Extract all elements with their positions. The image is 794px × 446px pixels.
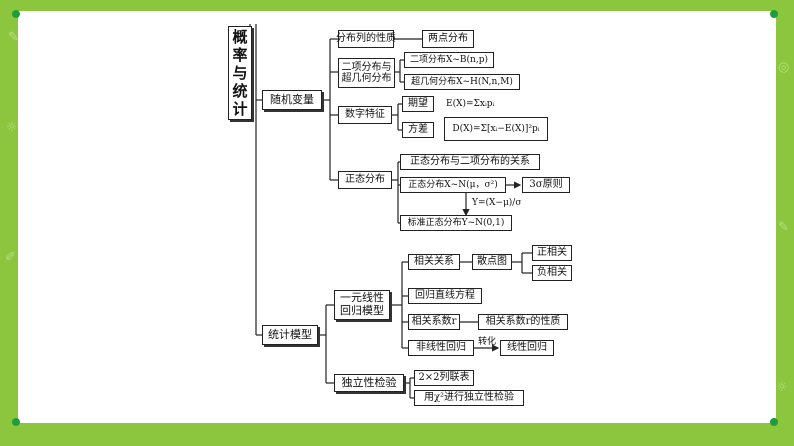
node-linear-regression: 线性回归 [500,340,554,356]
node-scatter-plot: 散点图 [472,254,512,270]
title-char: 概 [232,28,248,46]
chalk-doodle: ◎ [778,60,790,75]
node-random-variable: 随机变量 [262,90,322,110]
node-independence-test: 独立性检验 [334,374,404,392]
node-variance: 方差 [402,122,434,138]
chalk-doodle: ☼ [6,120,18,135]
node-correlation: 相关关系 [408,254,460,270]
content-frame [18,11,776,423]
diagram-title: 概 率 与 统 计 [228,26,252,120]
node-correlation-coefficient-properties: 相关系数r的性质 [478,314,568,330]
title-char: 计 [232,100,248,118]
node-three-sigma: 3σ原则 [522,177,570,193]
node-expectation: 期望 [402,96,434,112]
chalk-doodle: ✎ [8,30,19,45]
node-chi-square-test: 用χ²进行独立性检验 [414,390,524,406]
title-char: 统 [232,82,248,100]
node-contingency-table: 2×2列联表 [414,370,474,386]
node-numeric-features: 数字特征 [338,106,392,124]
corner-dot-top-left [12,10,20,18]
title-char: 与 [232,64,248,82]
node-correlation-coefficient: 相关系数r [408,314,460,330]
convert-label: 转化 [478,337,497,347]
variance-formula-box: D(X)=Σ[xᵢ−E(X)]²pᵢ [444,117,548,141]
node-normal-distribution: 正态分布 [338,171,392,189]
node-distribution-properties: 分布列的性质 [336,30,396,48]
node-line: 二项分布与 [341,61,392,73]
node-nonlinear-regression: 非线性回归 [408,340,474,356]
title-char: 率 [232,46,248,64]
node-hypergeometric-distribution: 超几何分布X~H(N,n,M) [404,74,520,90]
node-linear-regression-model: 一元线性 回归模型 [334,290,390,320]
corner-dot-top-right [770,10,778,18]
node-statistical-model: 统计模型 [262,325,318,345]
expectation-formula: E(X)=Σxᵢpᵢ [446,99,495,109]
standardization-formula: Y=(X−μ)/σ [472,198,522,208]
node-line: 回归模型 [340,304,384,317]
chalk-doodle: ✎ [778,220,789,235]
node-regression-equation: 回归直线方程 [408,288,482,304]
node-standard-normal: 标准正态分布Y~N(0,1) [400,215,512,231]
chalk-doodle: ☼ [776,380,788,395]
node-normal-definition: 正态分布X~N(μ，σ²) [400,177,506,193]
chalk-doodle: ✐ [5,250,16,265]
node-normal-binomial-relation: 正态分布与二项分布的关系 [400,154,540,170]
node-positive-correlation: 正相关 [532,245,572,261]
node-binomial-distribution: 二项分布X~B(n,p) [404,52,494,68]
corner-dot-bottom-right [770,418,778,426]
node-line: 超几何分布 [341,73,392,84]
node-negative-correlation: 负相关 [532,265,572,281]
node-binomial-hypergeometric: 二项分布与 超几何分布 [338,58,395,88]
corner-dot-bottom-left [12,418,20,426]
node-line: 一元线性 [340,291,384,305]
bottom-bar [0,423,794,446]
variance-formula: D(X)=Σ[xᵢ−E(X)]²pᵢ [452,123,540,134]
node-two-point-distribution: 两点分布 [422,30,474,48]
